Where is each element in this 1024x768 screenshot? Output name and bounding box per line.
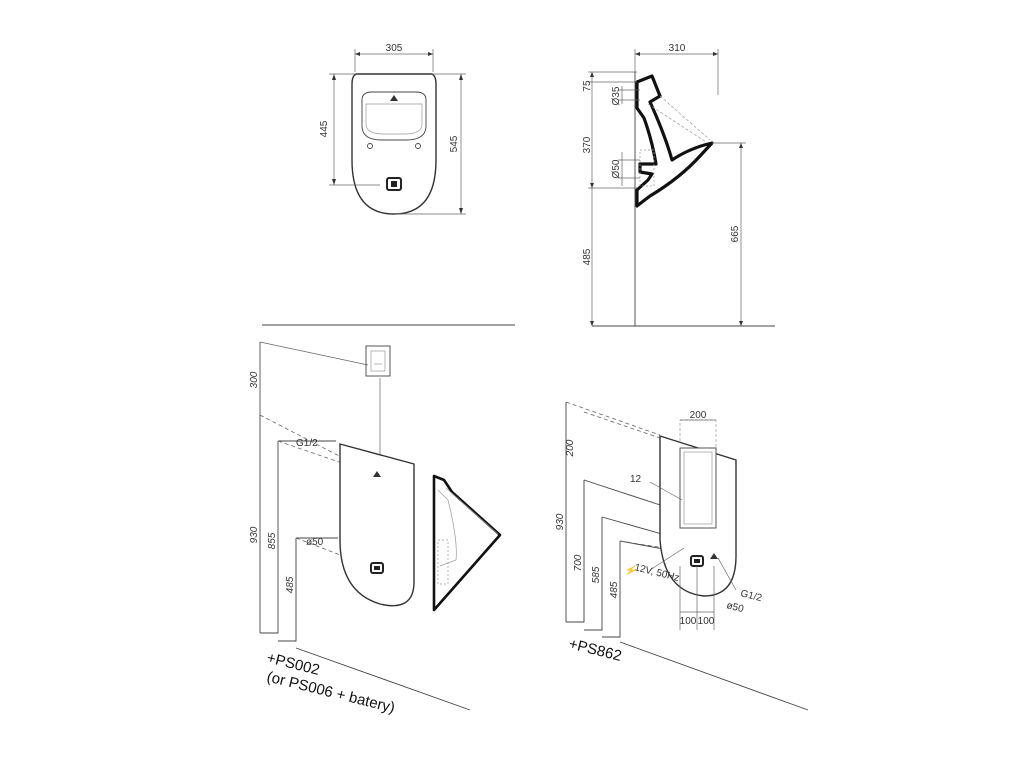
dim-front-445: 445: [319, 120, 330, 137]
dim-ps862-spacing-right: 100: [698, 616, 715, 627]
label-ps862-outlet: ø50: [725, 600, 745, 615]
label-ps002-outlet: ø50: [306, 537, 324, 548]
urinal-side-profile: [635, 74, 714, 208]
dim-side-outlet: Ø50: [611, 159, 622, 178]
dim-ps002-855: 855: [267, 532, 278, 549]
dim-side-75: 75: [582, 80, 593, 92]
dim-side-inlet: Ø35: [611, 86, 622, 105]
front-view: 305 445 545: [319, 43, 466, 215]
label-ps002-inlet: G1/2: [296, 438, 318, 449]
dim-front-545: 545: [449, 135, 460, 152]
label-ps002-kit-alt: (or PS006 + batery): [265, 668, 397, 716]
dim-ps862-200: 200: [565, 439, 576, 457]
label-ps862-inlet: G1/2: [739, 588, 763, 604]
inlet-ps862-icon: [710, 553, 718, 559]
side-view: 310 75 370 485 Ø35 Ø50 665: [582, 43, 775, 327]
urinal-install-side-ps002: [432, 474, 502, 612]
dim-side-665: 665: [730, 225, 741, 242]
install-view-ps862: 200 100 100 200 930 700 585 485 12 ⚡ 12V…: [555, 401, 809, 711]
dim-ps002-300: 300: [249, 371, 260, 388]
dim-ps862-spacing-left: 100: [680, 616, 697, 627]
sensor-window: [679, 447, 717, 529]
urinal-front-basin: [361, 91, 427, 141]
dim-ps002-485: 485: [285, 576, 296, 593]
label-ps862-offset: 12: [630, 474, 642, 485]
label-ps862-kit: +PS862: [567, 635, 623, 665]
dim-ps862-585: 585: [591, 566, 602, 583]
urinal-install-ps002: [339, 443, 415, 607]
dim-ps862-box: 200: [690, 410, 707, 421]
triangle-logo-icon: [390, 95, 398, 101]
dim-side-310: 310: [669, 43, 686, 54]
dim-ps862-930: 930: [555, 513, 566, 530]
lightning-icon: ⚡: [623, 562, 638, 578]
dim-ps862-485: 485: [609, 581, 620, 598]
dim-side-485: 485: [582, 248, 593, 265]
inlet-ps002-icon: [373, 471, 381, 477]
dim-side-370: 370: [582, 136, 593, 153]
flush-plate: [365, 345, 391, 377]
dim-front-width: 305: [386, 43, 403, 54]
dim-ps002-930: 930: [249, 526, 260, 543]
install-view-ps002: 300 930 855 485 G1/2 ø50 +PS002 (or PS00…: [249, 341, 502, 717]
dim-ps862-700: 700: [573, 554, 584, 571]
